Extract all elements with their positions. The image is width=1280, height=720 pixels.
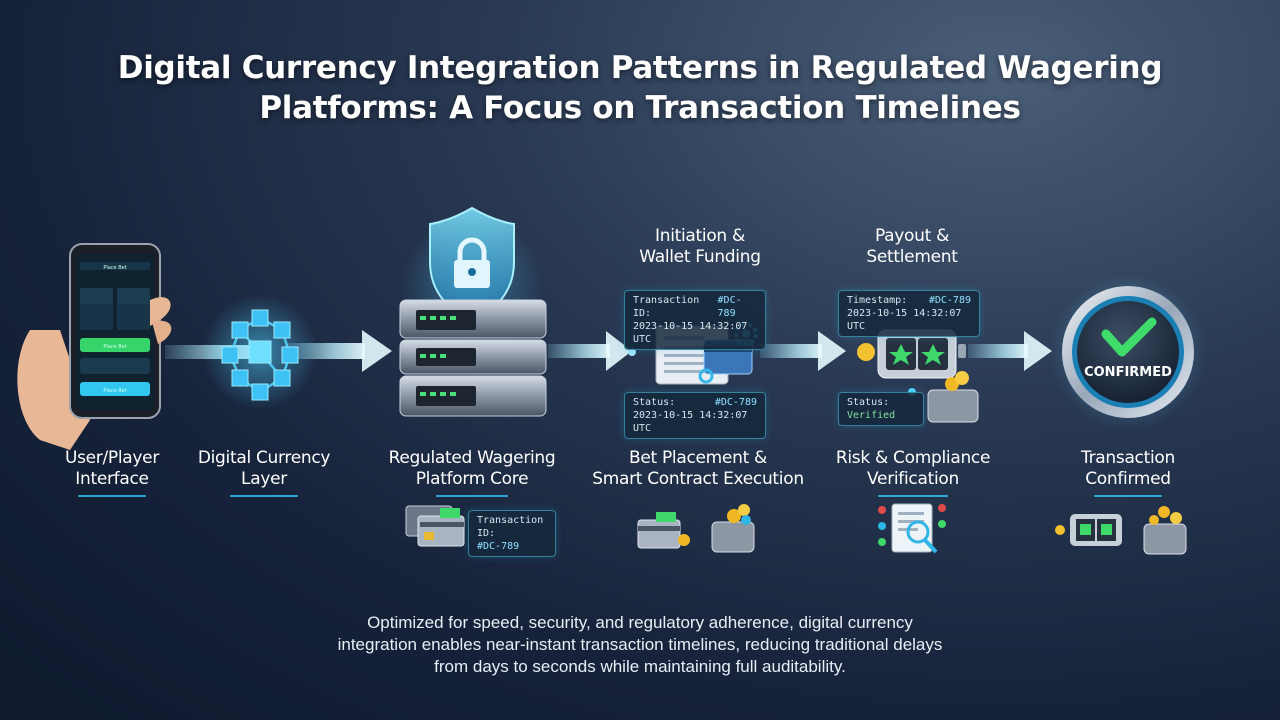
compliance-checklist-icon	[878, 503, 946, 554]
title-line-2: Platforms: A Focus on Transaction Timeli…	[259, 90, 1021, 126]
label-risk-compliance: Risk & Compliance Verification	[835, 448, 991, 489]
label-platform-core: Regulated Wagering Platform Core	[388, 448, 556, 489]
card-payout-timestamp: Timestamp:#DC-789 2023-10-15 14:32:07 UT…	[838, 290, 980, 337]
confirmed-badge-label: CONFIRMED	[1084, 365, 1172, 380]
card-payout-status: Status: Verified	[838, 392, 924, 426]
slot-machine-icon	[857, 329, 966, 379]
card-initiation-transaction: Transaction ID:#DC-789 2023-10-15 14:32:…	[624, 290, 766, 350]
card-initiation-status: Status:#DC-789 2023-10-15 14:32:07 UTC	[624, 392, 766, 439]
wallet-icon	[908, 371, 979, 423]
underline-risk	[878, 495, 948, 497]
arrow-payout-to-confirmed	[968, 331, 1052, 371]
credit-card-icon	[405, 505, 465, 547]
phone-bet-button-1: Place Bet	[103, 344, 126, 350]
footer-description: Optimized for speed, security, and regul…	[337, 613, 943, 676]
label-currency-layer: Digital Currency Layer	[197, 448, 331, 489]
label-initiation: Initiation & Wallet Funding	[639, 226, 761, 267]
server-shield-icon	[399, 206, 547, 417]
page-title: Digital Currency Integration Patterns in…	[0, 48, 1280, 128]
credit-card-icon-2	[637, 512, 690, 549]
underline-confirmed	[1094, 495, 1162, 497]
arrow-initiation-to-payout	[760, 331, 846, 371]
phone-bet-button-2: Place Bet	[103, 388, 126, 394]
underline-platform	[436, 495, 508, 497]
currency-network-icon	[202, 294, 318, 410]
label-user-interface: User/Player Interface	[64, 448, 160, 489]
label-transaction-confirmed: Transaction Confirmed	[1081, 448, 1175, 489]
label-bet-placement: Bet Placement & Smart Contract Execution	[592, 448, 804, 489]
wallet-coins-icon-small	[1143, 506, 1187, 555]
confirmed-badge-icon	[1050, 274, 1206, 430]
underline-currency	[230, 495, 298, 497]
wallet-coins-icon	[711, 504, 755, 553]
slot-machine-icon-small	[1055, 514, 1122, 546]
phone-header-text: Place Bet	[103, 265, 126, 271]
card-platform-transaction: Transaction ID: #DC-789	[468, 510, 556, 557]
label-payout: Payout & Settlement	[866, 226, 958, 267]
title-line-1: Digital Currency Integration Patterns in…	[117, 50, 1163, 86]
underline-user	[78, 495, 146, 497]
phone-icon	[17, 243, 172, 450]
arrow-platform-to-initiation	[548, 331, 632, 371]
